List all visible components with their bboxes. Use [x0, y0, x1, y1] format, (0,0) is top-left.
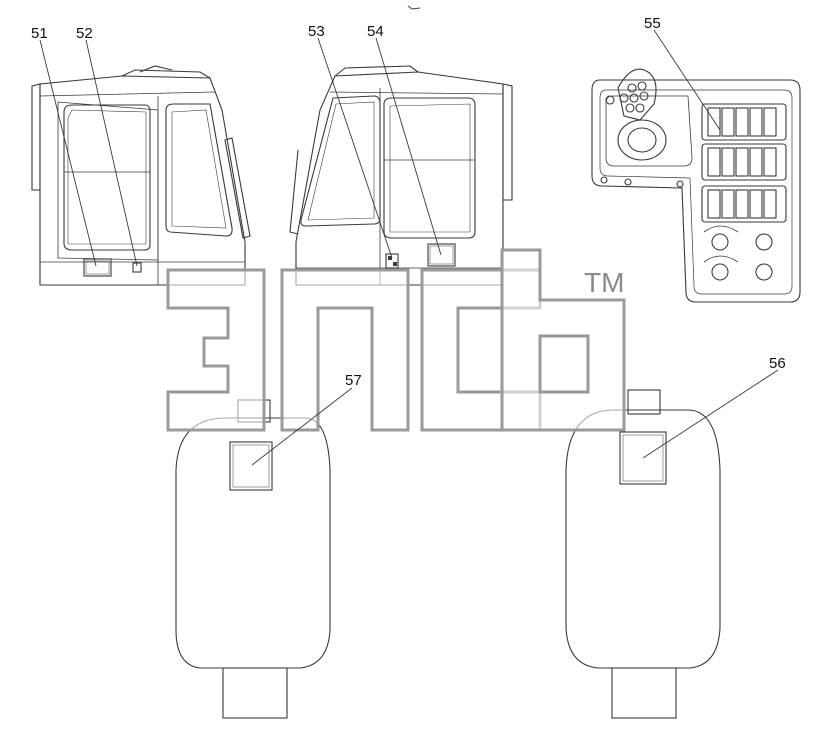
callout-57: 57: [345, 372, 362, 389]
switch-grid-middle: [701, 143, 787, 181]
tank-right: [565, 389, 721, 719]
top-mark: [407, 5, 421, 10]
watermark-logo: [166, 248, 626, 432]
switch-grid-top: [701, 103, 787, 141]
leader-line-51: [39, 39, 97, 267]
leader-line-54: [375, 37, 442, 256]
callout-52: 52: [76, 25, 93, 42]
leader-line-56: [642, 369, 779, 459]
leader-line-53: [317, 37, 393, 259]
callout-55: 55: [644, 15, 661, 32]
callout-54: 54: [367, 23, 384, 40]
callout-56: 56: [769, 355, 786, 372]
tank-left: [175, 399, 331, 719]
watermark-trademark: TM: [584, 267, 624, 298]
leader-line-52: [85, 39, 138, 267]
switch-grid-bottom: [701, 185, 787, 223]
callout-51: 51: [31, 25, 48, 42]
cab-left-view: [31, 65, 251, 286]
control-panel: [591, 68, 801, 303]
leader-line-55: [653, 29, 721, 131]
leader-line-57: [251, 387, 353, 466]
cab-right-view: [289, 65, 513, 286]
callout-53: 53: [308, 23, 325, 40]
